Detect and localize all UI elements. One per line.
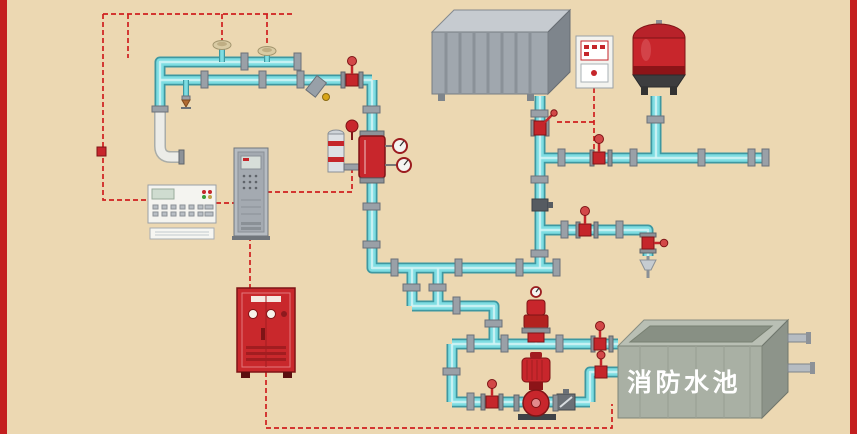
- gate-valve-discharge: [480, 379, 504, 411]
- manual-call-point: [96, 146, 107, 157]
- gate-valve-suction: [594, 350, 608, 379]
- flow-switch: [531, 198, 553, 212]
- main-fire-pump: [513, 352, 559, 420]
- overflow-pipes: [787, 332, 815, 374]
- pendant-sprinkler: [181, 95, 191, 109]
- smoke-detector-1: [212, 40, 232, 50]
- y-strainer: [305, 74, 330, 101]
- jockey-pump: [521, 286, 551, 343]
- fire-alarm-control-panel: [147, 184, 217, 224]
- right-border: [850, 0, 857, 434]
- water-storage-tank: [430, 8, 572, 101]
- fire-pump-control-cabinet: [236, 287, 296, 378]
- fire-pool-label: 消防水池: [627, 369, 741, 397]
- wet-alarm-valve-assembly: [327, 119, 412, 184]
- signal-gate-valve-right: [589, 134, 613, 167]
- terminal-sub-panel: [149, 227, 215, 240]
- gate-valve-branch: [340, 56, 364, 89]
- butterfly-valve-tank-line: [530, 109, 558, 137]
- drain-elbow-pipe: [151, 105, 185, 165]
- diaphragm-pressure-tank: [632, 20, 686, 95]
- test-drain-valve: [639, 232, 669, 254]
- pipe-couplings: [200, 52, 770, 411]
- left-border: [0, 0, 7, 434]
- gate-valve-fill-line: [590, 321, 614, 353]
- power-distribution-panel: [575, 35, 614, 89]
- alarm-controller-cabinet: [232, 147, 270, 240]
- check-valve: [556, 389, 576, 411]
- alarm-wiring: [102, 13, 613, 429]
- smoke-detector-2: [257, 46, 277, 56]
- bottom-strip: [0, 434, 857, 442]
- gate-valve-test-line: [575, 206, 599, 239]
- funnel-drain: [639, 256, 657, 278]
- fire-water-pool: 消防水池: [616, 318, 790, 420]
